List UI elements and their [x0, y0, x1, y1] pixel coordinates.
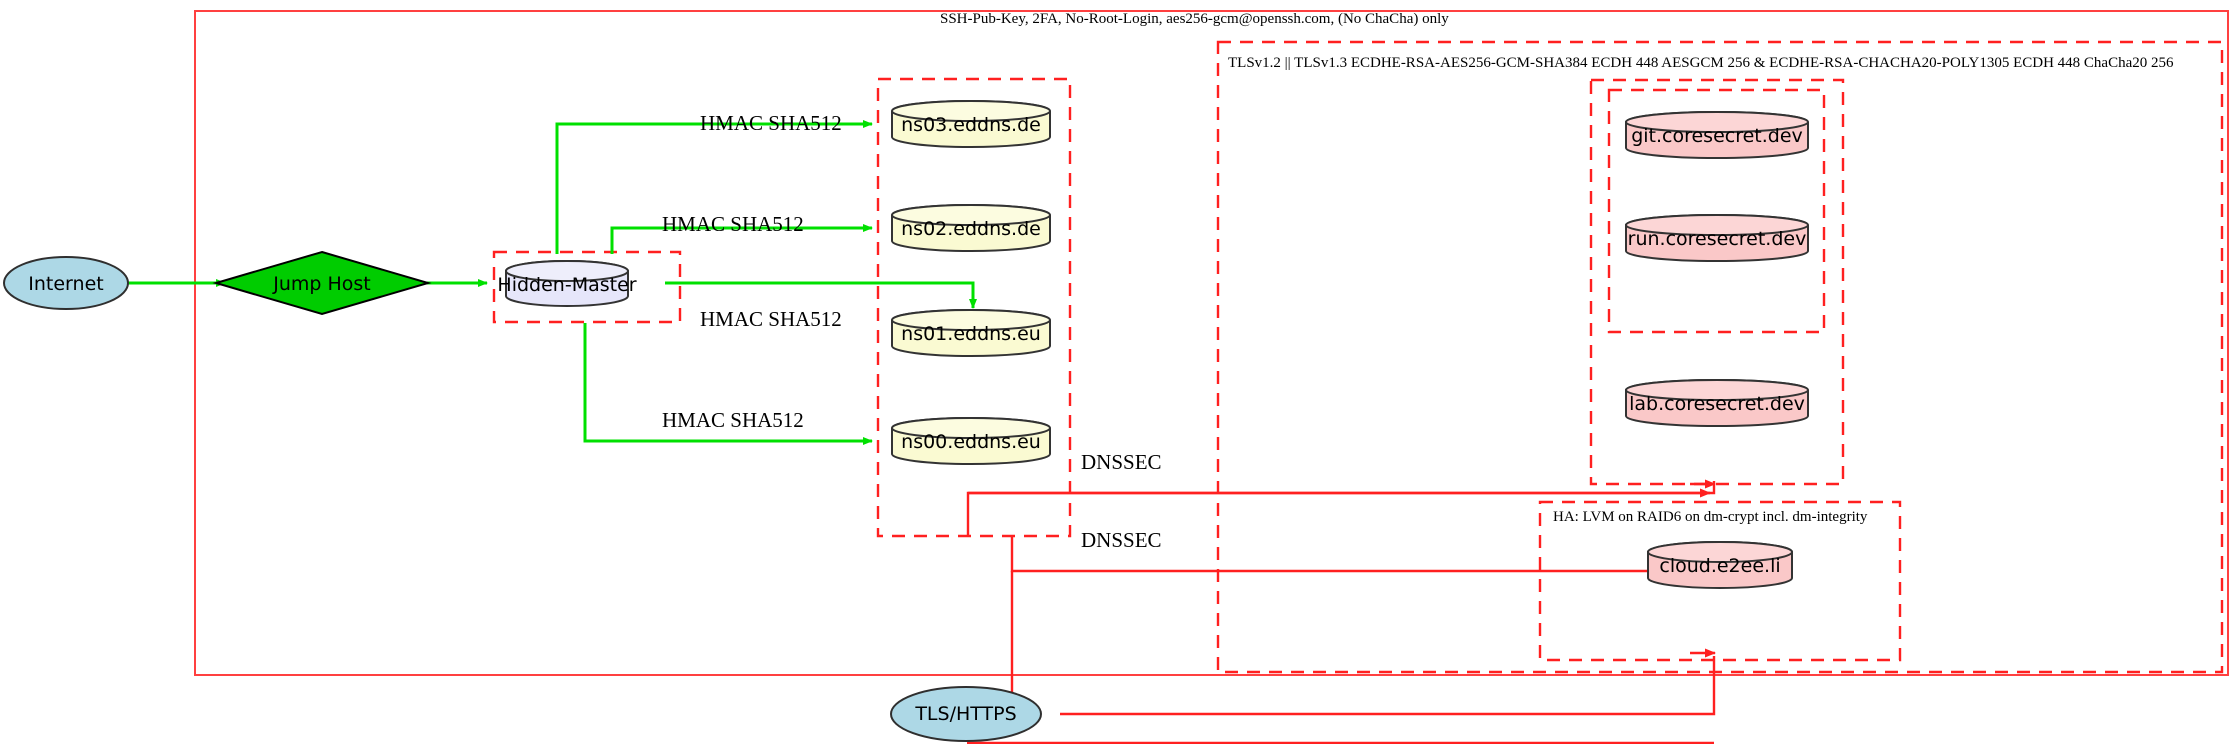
edge-hiddenmaster-ns01	[665, 281, 977, 309]
cluster-label-ha-storage-boundary: HA: LVM on RAID6 on dm-crypt incl. dm-in…	[1553, 509, 1868, 525]
cluster-hidden-master-boundary	[492, 250, 682, 324]
node-ns02-shape[interactable]	[891, 204, 1051, 252]
cluster-outer-ssh-boundary	[194, 10, 2229, 676]
node-tlshttps-shape[interactable]	[890, 686, 1042, 742]
node-git-shape[interactable]	[1625, 111, 1809, 159]
node-cloud-shape[interactable]	[1647, 541, 1793, 589]
edge-hiddenmaster-ns00	[583, 323, 873, 445]
cluster-coresecret-inner-boundary	[1607, 88, 1826, 334]
node-ns03-shape[interactable]	[891, 100, 1051, 148]
node-lab-shape[interactable]	[1625, 379, 1809, 427]
edge-label-hmac-ns02: HMAC SHA512	[662, 212, 804, 236]
node-run-shape[interactable]	[1625, 214, 1809, 262]
node-hiddenmaster-shape[interactable]	[505, 260, 629, 307]
edge-label-hmac-ns03: HMAC SHA512	[700, 111, 842, 135]
cluster-ha-storage-boundary	[1538, 500, 1902, 662]
node-ns01-shape[interactable]	[891, 309, 1051, 357]
cluster-label-outer-ssh-boundary: SSH-Pub-Key, 2FA, No-Root-Login, aes256-…	[940, 11, 1449, 27]
edge-hiddenmaster-ns02	[610, 224, 873, 254]
edge-tlshttps-cloud	[1060, 656, 1716, 716]
node-jumphost-shape[interactable]	[212, 250, 432, 316]
cluster-nameserver-boundary	[876, 77, 1072, 538]
edge-label-hmac-ns01: HMAC SHA512	[700, 307, 842, 331]
edge-label-hmac-ns00: HMAC SHA512	[662, 408, 804, 432]
cluster-label-tls-boundary: TLSv1.2 || TLSv1.3 ECDHE-RSA-AES256-GCM-…	[1228, 55, 2174, 71]
edge-label-dnssec-coresecret: DNSSEC	[1081, 450, 1162, 474]
edge-label-dnssec-cloud: DNSSEC	[1081, 528, 1162, 552]
edge-hiddenmaster-ns03	[555, 120, 873, 254]
cluster-tls-boundary	[1216, 40, 2224, 674]
node-ns00-shape[interactable]	[891, 417, 1051, 465]
node-internet-shape[interactable]	[3, 256, 129, 310]
cluster-coresecret-boundary	[1589, 78, 1845, 486]
